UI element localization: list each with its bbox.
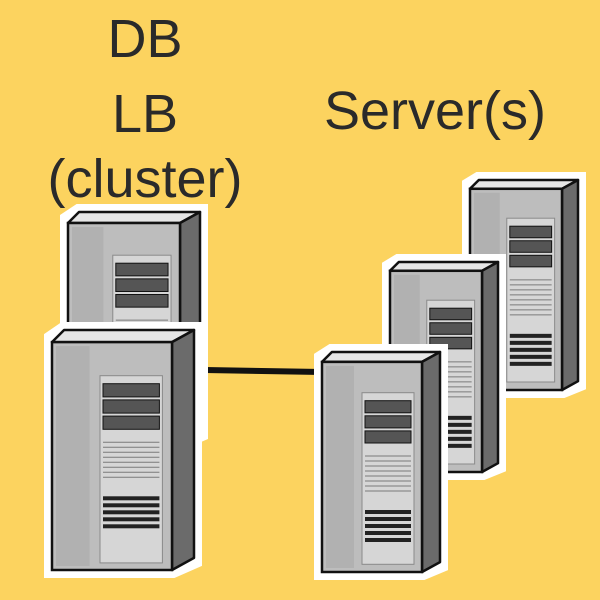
connector-line xyxy=(204,367,323,375)
towers-group xyxy=(44,172,586,580)
db-label: DB xyxy=(107,9,183,69)
cluster-label: (cluster) xyxy=(47,149,243,209)
server-tower-icon xyxy=(44,322,202,578)
server-tower-icon xyxy=(314,344,448,580)
lb-label: LB xyxy=(111,84,179,144)
servers-label: Server(s) xyxy=(323,81,546,141)
